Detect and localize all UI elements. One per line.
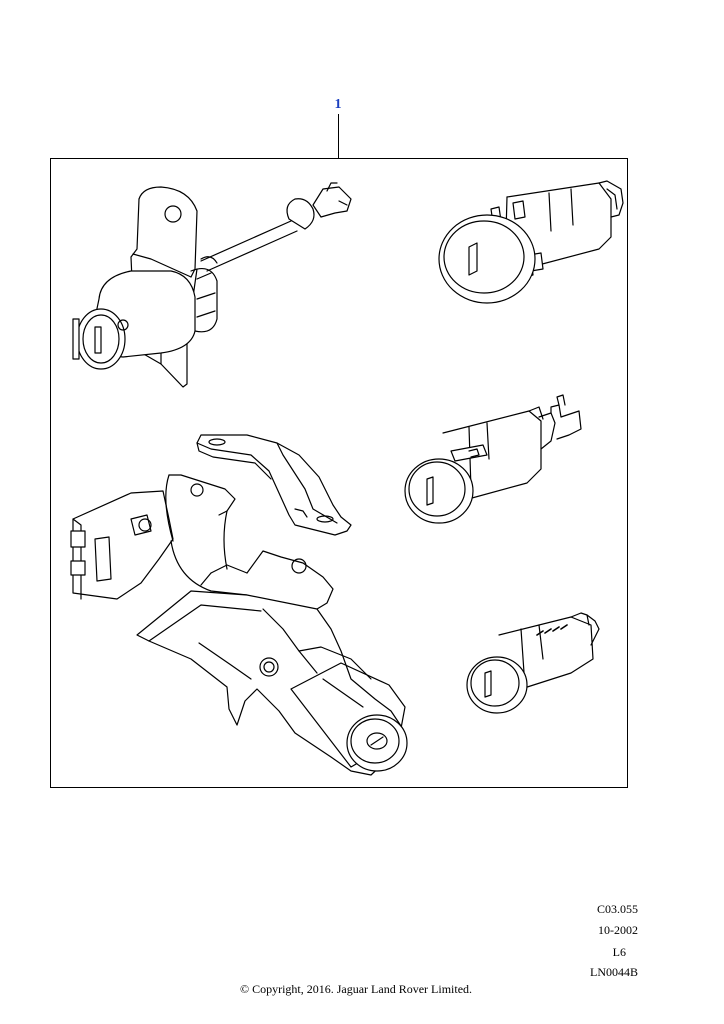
small-lock-cylinder [466, 612, 600, 714]
callout-number[interactable]: 1 [334, 97, 342, 112]
ignition-switch-lock [70, 474, 408, 776]
mounting-clamp [196, 434, 352, 536]
catalog-code: C03.055 [596, 902, 638, 916]
tailgate-lock-cylinder [438, 180, 624, 304]
door-lock-cylinder [404, 394, 582, 524]
parts-illustration-frame [50, 158, 628, 788]
driver-door-lock-with-bracket [72, 182, 352, 388]
illustration-number: LN0044B [590, 965, 638, 979]
parts-illustration [70, 180, 624, 776]
catalog-date: 10-2002 [598, 923, 638, 937]
copyright-notice: © Copyright, 2016. Jaguar Land Rover Lim… [239, 982, 473, 996]
catalog-level: L6 [612, 945, 626, 959]
callout-leader-line [338, 114, 339, 159]
